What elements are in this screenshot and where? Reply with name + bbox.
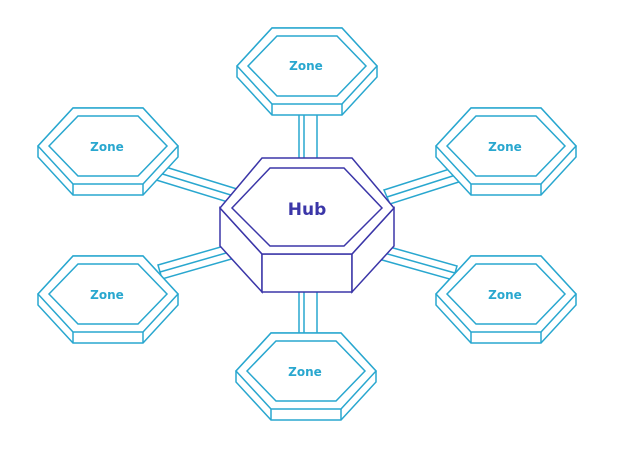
zone-label: Zone [289, 59, 323, 73]
zone-label: Zone [488, 140, 522, 154]
zone-node-upper-left: Zone [36, 107, 180, 196]
zone-label: Zone [288, 365, 322, 379]
zone-label: Zone [90, 140, 124, 154]
zone-node-lower-left: Zone [36, 255, 180, 344]
connector-top [298, 107, 318, 161]
zone-label: Zone [488, 288, 522, 302]
hub-label: Hub [288, 200, 327, 220]
hub-face-front [261, 253, 353, 293]
zone-node-bottom: Zone [234, 332, 378, 421]
zone-label: Zone [90, 288, 124, 302]
hub-top-inner [230, 167, 384, 247]
zone-node-top: Zone [235, 27, 379, 116]
zone-nodes: Zone Zone Zone [36, 27, 578, 421]
zone-node-upper-right: Zone [434, 107, 578, 196]
zone-node-lower-right: Zone [434, 255, 578, 344]
hub-node: Hub [219, 157, 395, 294]
